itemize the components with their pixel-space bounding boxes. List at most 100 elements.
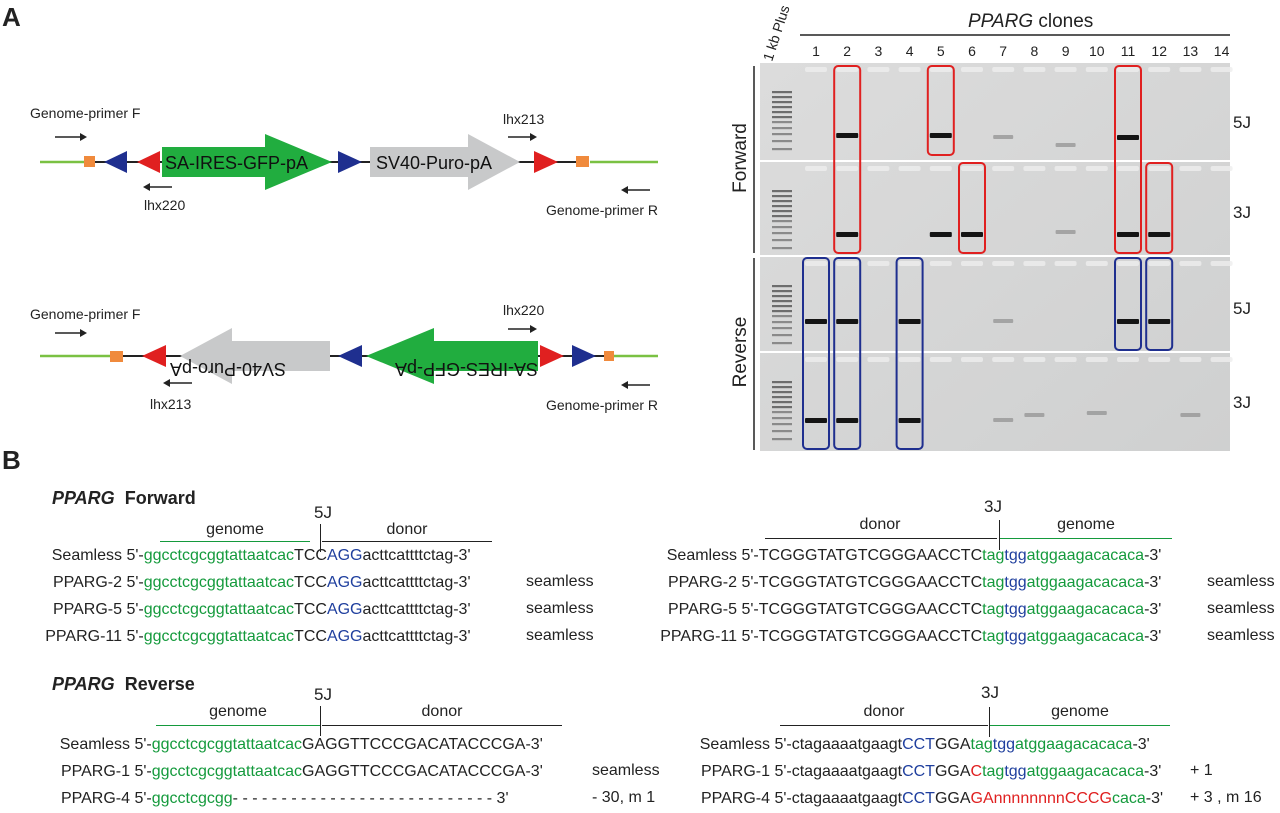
fwd-blue-loxp-left xyxy=(104,151,127,173)
gel-band xyxy=(898,319,921,324)
seq-g2: atggaagacacaca xyxy=(1026,763,1145,780)
gel-ladder-band xyxy=(772,285,792,288)
seq-donor: GAGGTTCCCGACATACCCGA-3' xyxy=(302,736,543,753)
gel-lane-number: 5 xyxy=(937,43,945,59)
fwd-5j-donor-region-bar xyxy=(322,541,492,542)
panel-a-letter: A xyxy=(2,2,21,32)
gel-band xyxy=(836,232,859,237)
sequence-row-label: PPARG-11 xyxy=(45,628,122,645)
gel-ladder-band xyxy=(772,417,792,420)
gel-ladder-lane xyxy=(772,91,792,441)
gel-ladder-band xyxy=(772,391,792,394)
gel-band xyxy=(805,418,827,423)
gel-well xyxy=(929,166,952,171)
seq-d3: acttcattttctag-3' xyxy=(362,628,471,645)
gel-well xyxy=(1148,67,1171,72)
seq-d2: AGG xyxy=(326,601,363,618)
seq-d1: TCC xyxy=(294,601,327,618)
fwd-3j-junction-tick xyxy=(999,520,1000,550)
forward-construct-diagram: Genome-primer F lhx213 SA-IRES-GFP-pA SV… xyxy=(30,105,658,218)
sequence-row-label: Seamless xyxy=(666,547,737,564)
seq-end: -3' xyxy=(1144,574,1162,591)
fwd-red-loxp-right xyxy=(534,151,558,173)
rev-5j-donor-region-bar xyxy=(322,725,562,726)
gel-ladder-band xyxy=(772,305,792,308)
gel-title-gene: PPARG xyxy=(968,11,1033,32)
seq-genome: ggcctcgcggtattaatcac xyxy=(143,601,295,618)
gel-row-label-rev-5j: 5J xyxy=(1233,299,1251,318)
sequence-row-note: seamless xyxy=(526,627,594,644)
seq-end: -3' xyxy=(1144,763,1162,780)
gel-well xyxy=(805,261,827,266)
gel-highlight-box xyxy=(958,162,986,254)
gel-forward-label: Forward xyxy=(730,123,751,193)
gel-well xyxy=(1117,166,1139,171)
gel-ladder-band xyxy=(772,430,792,433)
fwd-5j-junction-label: 5J xyxy=(314,503,332,522)
gel-ladder-band xyxy=(772,295,792,298)
seq-d3: acttcattttctag-3' xyxy=(362,574,471,591)
gel-well xyxy=(992,261,1015,266)
gel-well xyxy=(1179,261,1202,266)
gel-well xyxy=(1054,67,1077,72)
gel-well xyxy=(898,166,921,171)
rev-3j-junction-label: 3J xyxy=(981,683,999,702)
rev-primer-in-bottom-label: lhx213 xyxy=(150,396,191,412)
sequence-row: PPARG-4 5'-ctagaaaatgaagtCCTGGAGAnnnnnnn… xyxy=(688,789,1163,809)
gel-well xyxy=(1023,261,1046,266)
sequence-row-label: PPARG-2 xyxy=(52,574,122,591)
sequence-row: Seamless 5'-ctagaaaatgaagtCCTGGAtagtggat… xyxy=(688,735,1150,755)
seq-donor: GAGGTTCCCGACATACCCGA-3' xyxy=(302,763,543,780)
sequence-row-note: seamless xyxy=(1207,573,1275,590)
gel-band xyxy=(1148,232,1171,237)
forward-heading-gene: PPARG xyxy=(52,488,115,508)
seq-b1: CCT xyxy=(902,736,935,753)
sequence-row: PPARG-11 5'-ggcctcgcggtattaatcacTCCAGGac… xyxy=(40,627,471,647)
gel-ladder-band xyxy=(772,106,792,109)
sequence-row-note: seamless xyxy=(1207,627,1275,644)
gel-well xyxy=(992,67,1015,72)
rev-red-loxp-right xyxy=(540,345,564,367)
gel-highlight-box xyxy=(833,65,862,254)
fwd-orange-site-right xyxy=(576,156,589,167)
fwd-5j-genome-region-bar xyxy=(160,541,310,542)
sequence-row-label: PPARG-11 xyxy=(660,628,737,645)
fwd-sv40-puro-label: SV40-Puro-pA xyxy=(376,153,492,173)
fwd-primer-f-label: Genome-primer F xyxy=(30,105,140,121)
gel-highlight-box xyxy=(833,257,862,450)
gel-well xyxy=(1210,357,1233,362)
seq-genome: ggcctcgcgg xyxy=(151,790,233,807)
fwd-3j-genome-region-bar xyxy=(1000,538,1172,539)
rev-red-loxp-left xyxy=(142,345,166,367)
rev-primer-f-arrowhead xyxy=(80,329,87,337)
gel-well xyxy=(867,67,890,72)
seq-d1: 5'-ctagaaaatgaagt xyxy=(774,736,903,753)
rev-3j-donor-region-bar xyxy=(780,725,988,726)
reverse-construct-diagram: Genome-primer F lhx220 SV40-Puro-pA SA-I… xyxy=(30,302,658,413)
seq-genome: ggcctcgcggtattaatcac xyxy=(143,628,295,645)
seq-g1: tag xyxy=(970,736,993,753)
rev-sv40-puro-label: SV40-Puro-pA xyxy=(170,359,286,379)
gel-wells xyxy=(805,67,1233,362)
rev-primer-in-top-label: lhx220 xyxy=(503,302,544,318)
gel-lane-number: 7 xyxy=(999,43,1007,59)
seq-end: -3' xyxy=(1132,736,1150,753)
gel-ladder-band xyxy=(772,91,792,94)
seq-d3: acttcattttctag-3' xyxy=(362,601,471,618)
gel-well xyxy=(1085,166,1108,171)
sequence-row-note: seamless xyxy=(1207,600,1275,617)
gel-title: PPARG clones xyxy=(968,11,1093,32)
gel-band xyxy=(805,319,827,324)
seq-prefix: 5'- xyxy=(134,790,152,807)
seq-g2: atggaagacacaca xyxy=(1026,574,1145,591)
seq-b2: tgg xyxy=(992,736,1016,753)
gel-faint-band xyxy=(993,135,1014,139)
rev-sa-ires-gfp-label: SA-IRES-GFP-pA xyxy=(395,359,538,379)
fwd-primer-in-top-label: lhx213 xyxy=(503,111,544,127)
gel-ladder-band xyxy=(772,239,792,242)
gel-ladder-band xyxy=(772,290,792,293)
seq-prefix: 5'- xyxy=(126,574,144,591)
gel-well xyxy=(898,261,921,266)
gel-highlight-boxes xyxy=(802,65,1174,450)
gel-ladder-band xyxy=(772,111,792,114)
